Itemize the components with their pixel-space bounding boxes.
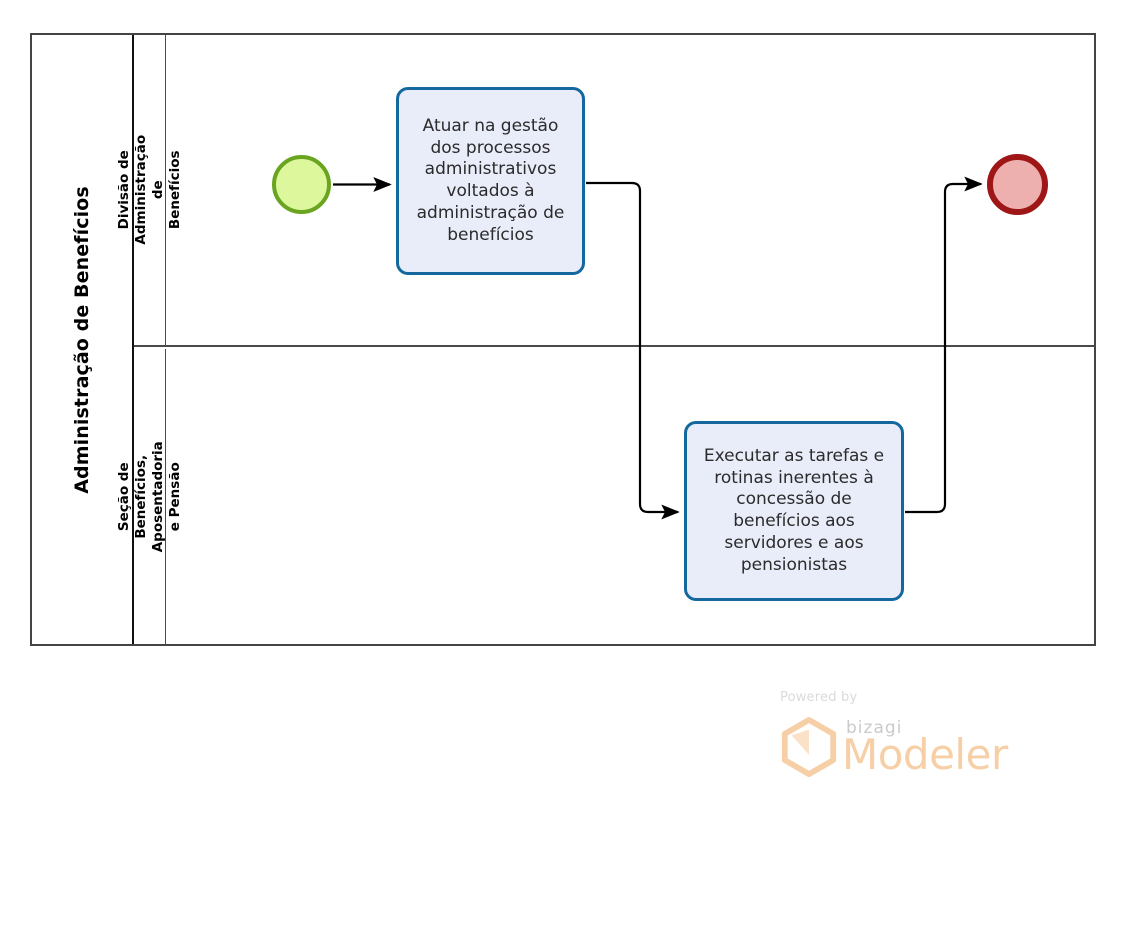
watermark-product-label: Modeler: [842, 730, 1008, 779]
end-event[interactable]: [987, 154, 1048, 215]
lane-1-label-column: Divisão de Administração de Benefícios: [116, 35, 182, 345]
bizagi-watermark: Powered by bizagi Modeler: [778, 690, 1028, 790]
task-executar-as-tarefas-e-rotinas[interactable]: Executar as tarefas e rotinas inerentes …: [684, 421, 904, 601]
watermark-powered-by-label: Powered by: [780, 690, 858, 705]
bizagi-hexagon-logo-icon: [781, 716, 837, 778]
pool-label-column: Administração de Benefícios: [32, 35, 134, 644]
task-atuar-na-gestao-dos-processos[interactable]: Atuar na gestão dos processos administra…: [396, 87, 585, 275]
lane-2-body: [166, 349, 1096, 644]
lane-secao-de-beneficios-aposentadoria-e-pensao[interactable]: Seção de Benefícios, Aposentadoria e Pen…: [116, 349, 1096, 644]
watermark-brand-label: bizagi: [846, 718, 903, 738]
task-1-label: Atuar na gestão dos processos administra…: [416, 115, 565, 245]
pool-title: Administração de Benefícios: [71, 185, 93, 494]
start-event[interactable]: [272, 155, 331, 214]
lane-2-label-column: Seção de Benefícios, Aposentadoria e Pen…: [116, 349, 182, 644]
task-2-label: Executar as tarefas e rotinas inerentes …: [703, 445, 885, 575]
